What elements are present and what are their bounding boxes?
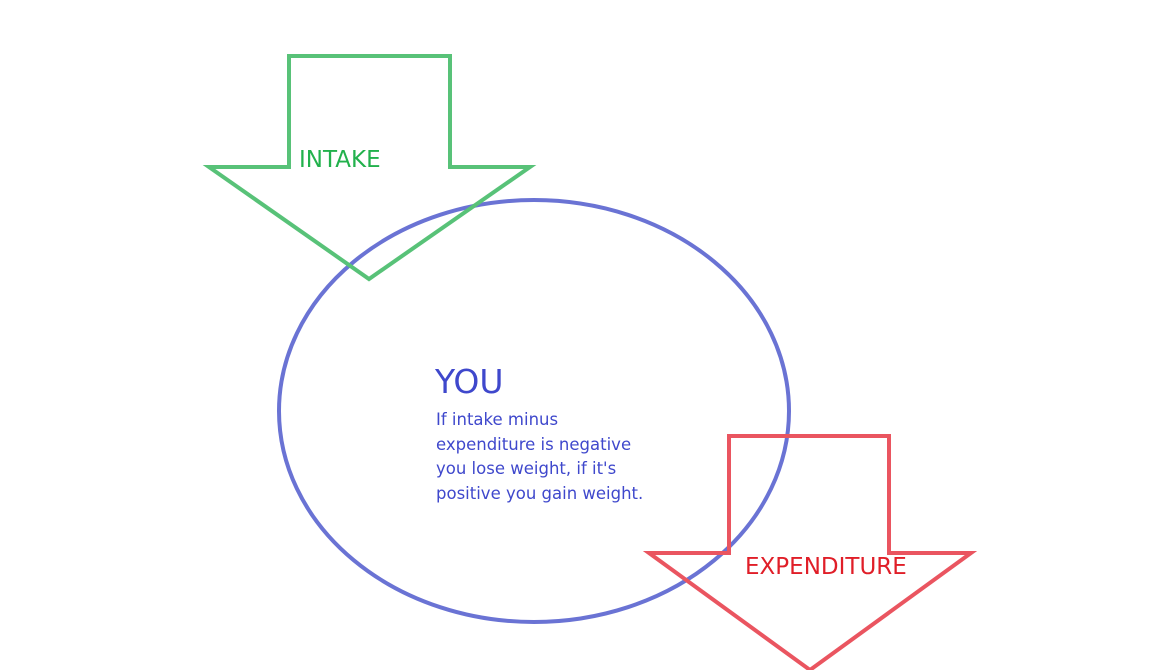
expenditure-arrow <box>642 434 978 670</box>
intake-arrow <box>202 54 537 282</box>
intake-label: INTAKE <box>299 147 381 173</box>
description-line: expenditure is negative <box>436 434 632 454</box>
description-line: positive you gain weight. <box>436 483 644 503</box>
description-text: If intake minus expenditure is negative … <box>436 408 666 506</box>
description-line: you lose weight, if it's <box>436 459 617 478</box>
you-label: YOU <box>435 362 504 401</box>
you-ellipse <box>277 198 791 624</box>
description-line: If intake minus <box>436 410 559 429</box>
expenditure-label: EXPENDITURE <box>745 554 907 580</box>
